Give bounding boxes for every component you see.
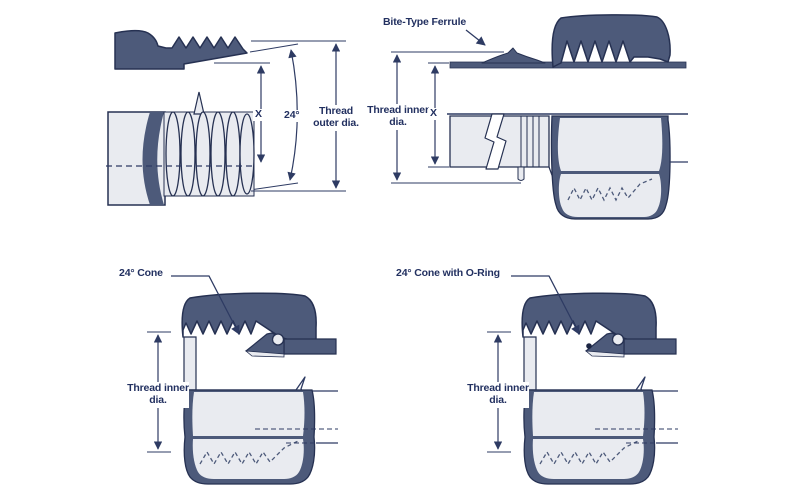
break-symbol: [484, 113, 507, 170]
thread-inner-dia-label: Thread inner dia.: [367, 104, 429, 130]
bite-ferrule-callout-label: Bite-Type Ferrule: [383, 16, 467, 28]
nut-hex-flat: [557, 118, 663, 171]
thread-outer-dia-label: Thread outer dia.: [305, 105, 367, 131]
cone-oring-callout-label: 24° Cone with O-Ring: [396, 267, 500, 279]
thread-runout-spike: [193, 91, 205, 115]
x-dimension-label: X: [253, 108, 264, 121]
thread-crest: [195, 111, 211, 197]
bite-edge-tab: [517, 166, 525, 181]
thread-inner-dia-label: Thread inner dia.: [467, 382, 529, 408]
cone-extension-line-top: [249, 43, 299, 53]
internal-thread-hatch: [567, 178, 653, 202]
angle-24deg-label: 24°: [282, 109, 302, 122]
nut-upper-cross-section: [551, 14, 671, 68]
nut-upper-cross-section: [114, 30, 248, 70]
bite-ferrule-diagram: [391, 14, 688, 220]
bite-ferrule: [481, 47, 546, 64]
male-thread-diagram: [106, 30, 346, 206]
x-dimension-label: X: [428, 107, 439, 120]
cone-callout-label: 24° Cone: [119, 267, 163, 279]
hex-corner-shading: [142, 112, 164, 205]
cone-diagram: [147, 276, 338, 484]
thread-crest: [239, 113, 255, 195]
cone-nut-assembly: [487, 276, 678, 484]
cone-extension-line-bottom: [249, 182, 299, 191]
cone-oring-diagram: [487, 276, 678, 484]
thread-crest: [210, 111, 226, 197]
thread-crest: [165, 111, 181, 197]
thread-crest: [225, 111, 241, 197]
o-ring: [586, 343, 592, 349]
thread-inner-dia-label: Thread inner dia.: [127, 382, 189, 408]
thread-crest: [180, 111, 196, 197]
nut-threaded-bore: [558, 174, 662, 217]
callout-leader-arrow: [465, 29, 486, 46]
